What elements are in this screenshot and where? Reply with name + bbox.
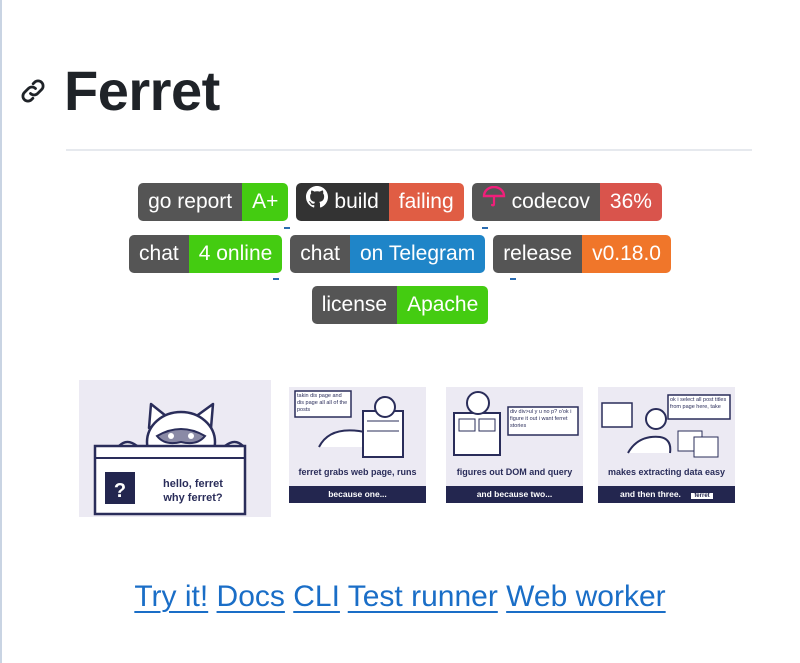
badge-label: build (334, 190, 379, 213)
badge-value: on Telegram (350, 235, 486, 273)
build-status-badge[interactable]: build failing (296, 183, 464, 221)
license-badge[interactable]: license Apache (311, 286, 489, 324)
quick-links: Try it! Docs CLI Test runner Web worker (0, 580, 800, 614)
codecov-umbrella-icon (482, 183, 506, 221)
badge-label: chat (300, 242, 340, 265)
comic-panel-3[interactable]: ok i select all post titles from page he… (598, 387, 735, 503)
ferret-reading-illustration (289, 387, 426, 503)
link-cli[interactable]: CLI (293, 580, 340, 613)
ferret-extract-illustration (598, 387, 735, 503)
link-underline-mark (510, 278, 516, 280)
badge-label: release (503, 242, 573, 265)
codecov-badge[interactable]: codecov 36% (471, 183, 662, 221)
comic-note: ok i select all post titles from page he… (670, 397, 727, 410)
comic-note: div div>ul y u no p? o'ok i figure it ou… (510, 409, 572, 429)
ferret-hero-image[interactable]: ? hello, ferret why ferret? (79, 380, 271, 517)
badge-value: Apache (397, 286, 489, 324)
heading-divider (66, 149, 752, 151)
github-icon (306, 183, 329, 221)
page-heading: Ferret (18, 58, 220, 124)
badge-value: 36% (599, 183, 662, 221)
badge-label: chat (139, 242, 179, 265)
go-report-badge[interactable]: go report A+ (138, 183, 289, 221)
comic-caption: makes extracting data easy (607, 467, 726, 477)
page-title: Ferret (64, 59, 220, 122)
hero-caption-line1: hello, ferret (163, 478, 223, 490)
badge-label: codecov (511, 190, 590, 213)
telegram-badge[interactable]: chat on Telegram (290, 235, 486, 273)
question-sign: ? (113, 480, 127, 502)
link-web-worker[interactable]: Web worker (506, 580, 666, 613)
page-left-border (0, 0, 2, 663)
comic-bar: because one... (289, 486, 426, 503)
badge-row-1: go report A+ build failing codecov 36% (0, 183, 800, 221)
chat-online-badge[interactable]: chat 4 online (129, 235, 283, 273)
comic-bar: and because two... (446, 486, 583, 503)
comic-panel-2[interactable]: div div>ul y u no p? o'ok i figure it ou… (446, 387, 583, 503)
comic-bar: and then three. ferret (598, 486, 735, 503)
badge-row-3: license Apache (0, 286, 800, 324)
badge-label: license (321, 293, 388, 316)
badge-value: failing (388, 183, 464, 221)
ferret-dom-illustration (446, 387, 583, 503)
comic-panel-1[interactable]: takin dis page and dis page all all of t… (289, 387, 426, 503)
link-docs[interactable]: Docs (216, 580, 285, 613)
ferret-tag: ferret (691, 493, 713, 499)
badge-row-2: chat 4 online chat on Telegram release v… (0, 235, 800, 273)
comic-note: takin dis page and dis page all all of t… (297, 393, 348, 413)
release-badge[interactable]: release v0.18.0 (493, 235, 671, 273)
badge-value: v0.18.0 (582, 235, 671, 273)
link-underline-mark (273, 278, 279, 280)
link-try-it[interactable]: Try it! (134, 580, 209, 613)
ferret-mascot-illustration (79, 380, 271, 517)
comic-caption: figures out DOM and query (456, 467, 573, 477)
hero-caption-line2: why ferret? (163, 492, 223, 504)
link-test-runner[interactable]: Test runner (347, 580, 498, 613)
badge-label: go report (148, 190, 233, 213)
comic-caption: ferret grabs web page, runs (298, 467, 417, 477)
badge-value: A+ (242, 183, 289, 221)
link-underline-mark (482, 227, 488, 229)
link-underline-mark (284, 227, 290, 229)
badge-value: 4 online (188, 235, 283, 273)
anchor-link-icon[interactable] (18, 76, 48, 106)
comic-bar-text: and then three. (620, 489, 681, 499)
